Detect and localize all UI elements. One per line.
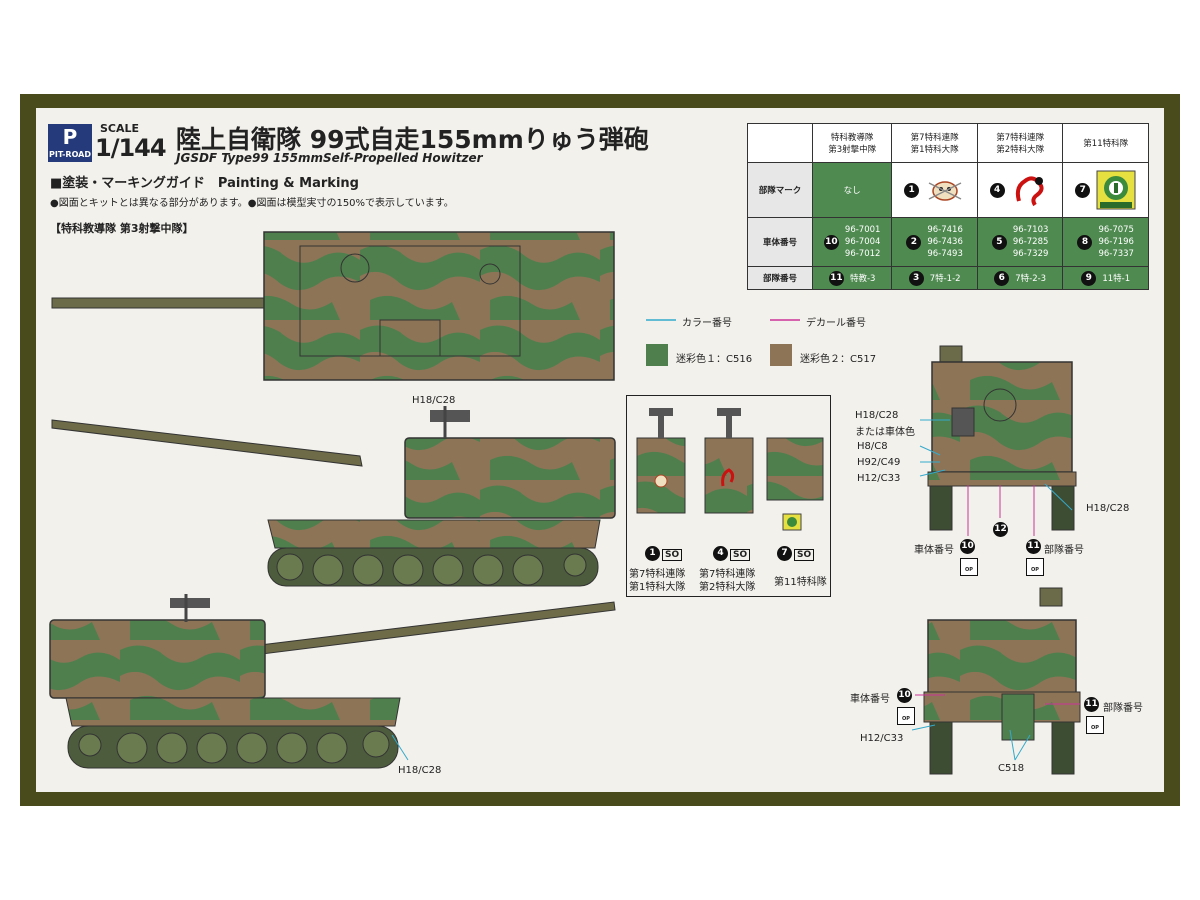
op-icon: OP [960,558,978,576]
top-view [51,231,615,381]
callout-number-11: 11 [1026,539,1041,554]
front-view [919,345,1077,536]
callout-number-10: 10 [897,688,912,703]
callout-front-a2: または車体色 [855,427,915,438]
inset-caption: 第11特科隊 [774,577,827,588]
row-label-vehicle-number: 車体番号 [747,217,813,267]
callout-front-b: H8/C8 [857,441,888,452]
rear-view [911,587,1081,775]
callout-side-top: H18/C28 [412,395,456,406]
row-label-insignia: 部隊マーク [747,162,813,218]
insignia-cell: 1 [891,162,978,218]
camo1-label: 迷彩色１：C516 [676,354,753,365]
insignia-cell: 7 [1062,162,1149,218]
color-number-legend: カラー番号 [682,318,732,329]
bear-insignia-icon [928,181,962,201]
side-view-right [49,594,616,769]
callout-number-11: 11 [1084,697,1099,712]
rear-vehicle-number-label: 車体番号 [850,694,890,705]
scale-label: SCALE [100,122,140,135]
op-icon: OP [897,707,915,725]
front-unit-number-label: 部隊番号 [1044,545,1084,556]
scale-value: 1/144 [95,134,167,162]
callout-rear-h12: H12/C33 [860,733,904,744]
insignia-cell: 4 [976,162,1064,218]
callout-front-e: H18/C28 [1086,503,1130,514]
callout-side-bottom: H18/C28 [398,765,442,776]
marking-table: 特科教導隊 第3射撃中隊 第7特科連隊 第1特科大隊 第7特科連隊 第2特科大隊… [747,123,1149,290]
inset-caption: 第7特科連隊第1特科大隊 [629,569,686,593]
op-icon: OP [1026,558,1044,576]
callout-front-d: H12/C33 [857,473,901,484]
decal-number-legend: デカール番号 [806,318,866,329]
callout-front-a: H18/C28 [855,410,899,421]
unit-heading: 【特科教導隊 第3射撃中隊】 [50,222,194,235]
table-header: 特科教導隊 第3射撃中隊 [811,123,893,163]
marking-guide-heading: ■塗装・マーキングガイド Painting & Marking [50,176,359,191]
callout-number-12: 12 [993,522,1008,537]
callout-rear-c518: C518 [998,763,1025,774]
table-header: 第7特科連隊 第2特科大隊 [976,123,1064,163]
op-icon: OP [1086,716,1104,734]
camo2-label: 迷彩色２：C517 [800,354,877,365]
camo1-swatch [646,344,668,366]
camo2-swatch [770,344,792,366]
table-header: 第7特科連隊 第1特科大隊 [891,123,978,163]
table-header: 第11特科隊 [1062,123,1149,163]
notes: ●図面とキットとは異なる部分があります。●図面は模型実寸の150%で表示していま… [50,198,454,209]
inset-caption: 第7特科連隊第2特科大隊 [699,569,756,593]
front-vehicle-number-label: 車体番号 [914,545,954,556]
title-japanese: 陸上自衛隊 99式自走155mmりゅう弾砲 [176,125,649,154]
table-corner [747,123,813,163]
inset-drawings [636,408,824,531]
dragon-insignia-icon [1015,176,1044,207]
callout-front-c: H92/C49 [857,457,901,468]
title-english: JGSDF Type99 155mmSelf-Propelled Howitze… [176,151,483,165]
rear-unit-number-label: 部隊番号 [1103,703,1143,714]
side-view-left [51,406,616,587]
eleventh-unit-insignia-icon [1096,170,1136,210]
callout-number-10: 10 [960,539,975,554]
